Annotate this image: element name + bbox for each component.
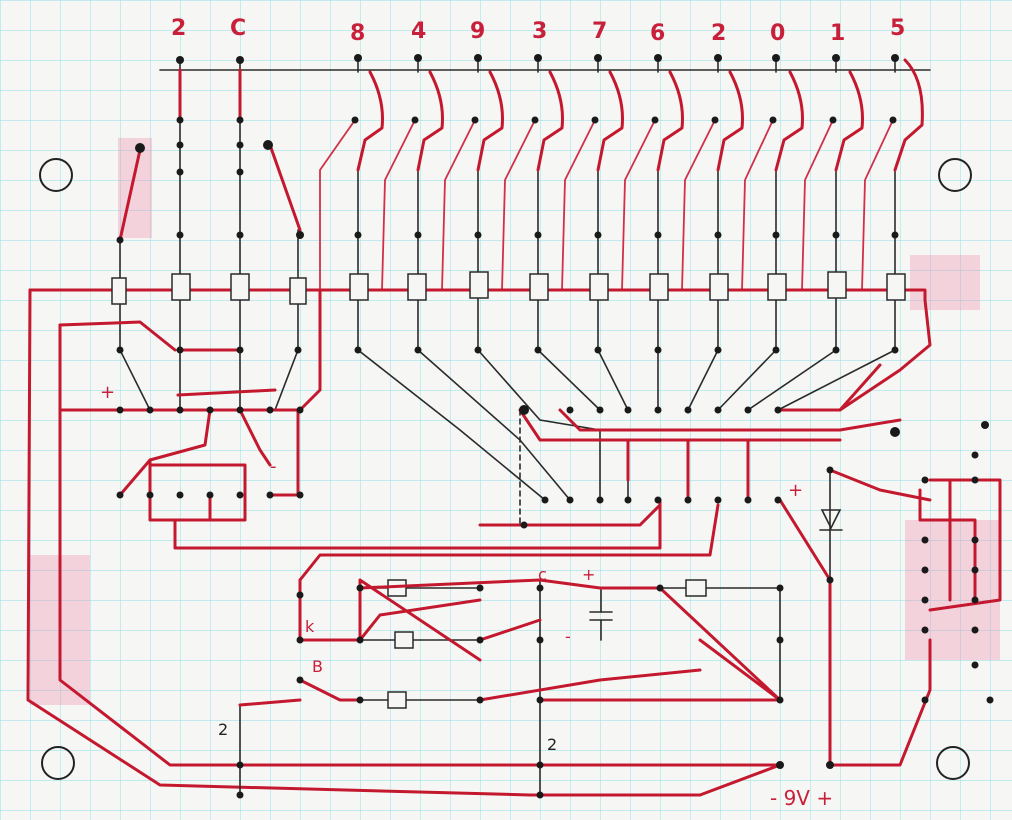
tape-patches [30, 138, 1000, 705]
resistor [886, 273, 906, 301]
resistor [111, 277, 127, 305]
net-labels: + - + + - c k B 2 2 - 9V + [100, 382, 833, 810]
minus-label: - [270, 456, 277, 477]
plus-label: + [100, 382, 115, 403]
resistor [171, 273, 191, 301]
resistor [289, 277, 307, 305]
resistor [230, 273, 250, 301]
pin-b-label: B [312, 657, 323, 676]
cap-minus-label: - [565, 627, 571, 646]
resistor [387, 691, 407, 709]
resistor-bus [28, 288, 927, 302]
digit-label: 3 [532, 19, 547, 44]
lower-section [236, 466, 932, 799]
digit-label: 2 [171, 16, 186, 41]
ic-wiring [118, 288, 902, 642]
digit-label: 1 [830, 21, 845, 46]
digit-label: C [230, 16, 246, 41]
digit-label: 9 [470, 19, 485, 44]
digit-label: 5 [890, 16, 905, 41]
ic-pads [116, 405, 900, 529]
diode [820, 509, 842, 530]
digit-label: 4 [411, 19, 426, 44]
power-label: - 9V + [770, 786, 833, 810]
pin-c-label: c [538, 565, 547, 584]
resistor [767, 273, 787, 301]
resistor [827, 271, 847, 299]
switch-jumpers [178, 58, 924, 172]
digit-label: 7 [592, 19, 607, 44]
resistor [469, 271, 489, 299]
resistor [349, 273, 369, 301]
digit-label: 0 [770, 21, 785, 46]
mounting-holes [39, 158, 972, 780]
resistor [589, 273, 609, 301]
outer-traces [26, 288, 932, 797]
resistor [709, 273, 729, 301]
cap-plus-label: + [582, 565, 595, 584]
mounting-hole-bottom-left [41, 746, 75, 780]
jumper-label: 2 [547, 735, 557, 754]
resistor-row [111, 271, 906, 305]
resistor [685, 579, 707, 597]
resistor [394, 631, 414, 649]
diagonal-leads [118, 119, 894, 291]
ic-leads [119, 349, 896, 526]
digit-label: 2 [711, 21, 726, 46]
jumper-label: 2 [218, 720, 228, 739]
resistor [649, 273, 669, 301]
resistor [529, 273, 549, 301]
column-pads [116, 54, 899, 354]
digit-label: 6 [650, 21, 665, 46]
mounting-hole-bottom-right [936, 746, 970, 780]
pin-k-label: k [305, 617, 315, 636]
mounting-hole-top-right [938, 158, 972, 192]
resistor [407, 273, 427, 301]
mounting-hole-top-left [39, 158, 73, 192]
digit-labels: 2 C 8 4 9 3 7 6 2 0 1 5 [171, 16, 905, 46]
right-connector-block [918, 421, 1002, 704]
digit-label: 8 [350, 21, 365, 46]
plus-label: + [788, 480, 803, 501]
